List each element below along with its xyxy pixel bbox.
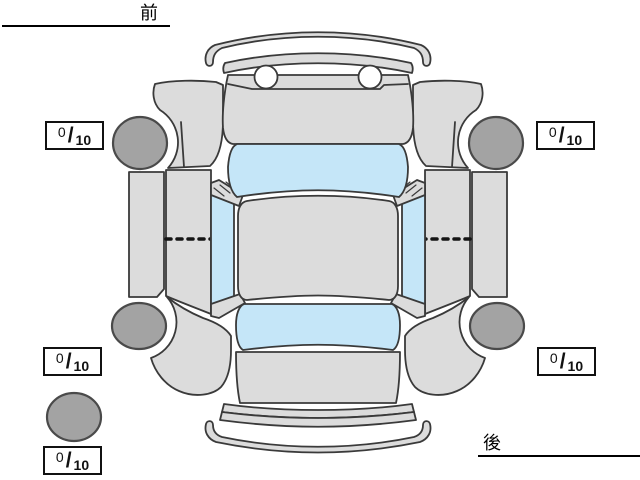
hood-notch-line: [227, 83, 409, 90]
score-max: 10: [75, 131, 92, 148]
score-separator: /: [65, 448, 72, 472]
score-value: 0: [55, 349, 64, 366]
score-separator: /: [65, 349, 72, 373]
score-box-front-right[interactable]: 0 / 10: [536, 121, 595, 150]
score-value: 0: [548, 123, 557, 140]
headlight-right: [357, 64, 383, 90]
score-max: 10: [567, 357, 584, 374]
rear-deck-strip-2: [219, 411, 417, 428]
rear-label: 後: [478, 432, 640, 457]
headlight-left: [253, 64, 279, 90]
rear-window: [235, 303, 401, 351]
score-value: 0: [549, 349, 558, 366]
rear-bumper: [204, 420, 432, 454]
rear-label-text: 後: [483, 433, 501, 453]
score-max: 10: [566, 131, 583, 148]
spare-tire: [45, 391, 103, 443]
front-label: 前: [2, 2, 170, 27]
score-box-rear-left[interactable]: 0 / 10: [43, 347, 102, 376]
front-grille-strip: [222, 52, 414, 74]
windshield: [227, 143, 409, 198]
score-box-spare[interactable]: 0 / 10: [43, 446, 102, 475]
score-box-front-left[interactable]: 0 / 10: [45, 121, 104, 150]
trunk: [235, 351, 401, 404]
cowl-line-right: [451, 121, 456, 168]
score-box-rear-right[interactable]: 0 / 10: [537, 347, 596, 376]
score-max: 10: [73, 357, 90, 374]
front-bumper: [204, 31, 432, 67]
score-separator: /: [558, 123, 565, 147]
score-separator: /: [67, 123, 74, 147]
roof: [237, 194, 399, 301]
front-label-text: 前: [140, 3, 158, 23]
score-max: 10: [73, 456, 90, 473]
score-value: 0: [57, 123, 66, 140]
hood: [221, 74, 415, 145]
score-separator: /: [559, 349, 566, 373]
score-value: 0: [55, 448, 64, 465]
cowl-line-left: [180, 121, 185, 168]
